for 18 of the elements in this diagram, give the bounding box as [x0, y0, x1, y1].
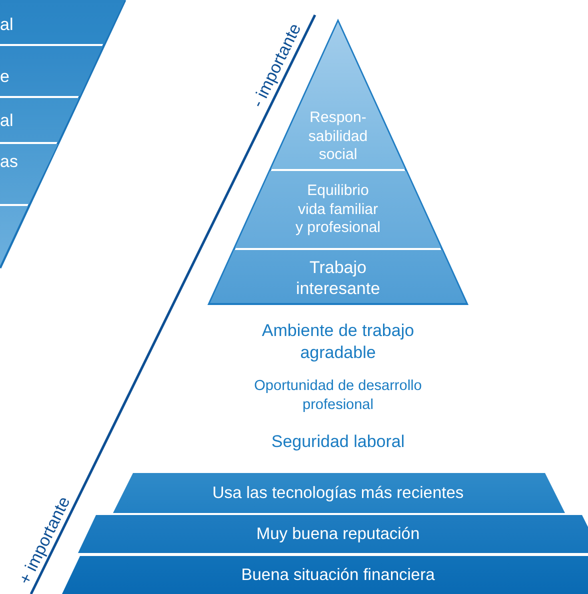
layer-label: al	[0, 110, 14, 132]
factor-label: Ambiente de trabajo agradable	[260, 320, 416, 364]
layer-label: Trabajo interesante	[294, 256, 382, 300]
pyramid-layer	[0, 0, 125, 44]
layer-label: Usa las tecnologías más recientes	[211, 482, 465, 504]
layer-label: Equilibrio vida familiar y profesional	[295, 180, 381, 238]
layer-label: Buena situación financiera	[240, 564, 436, 586]
layer-label: Muy buena reputación	[255, 524, 421, 545]
pyramid-layer	[0, 98, 79, 142]
pyramid-layer	[0, 46, 103, 96]
pyramid-layer	[0, 144, 58, 204]
layer-label: e	[0, 66, 10, 88]
layer-label: al	[0, 14, 14, 36]
layer-label: as	[0, 151, 19, 174]
factor-label: Oportunidad de desarrollo profesional	[253, 377, 423, 415]
pyramid-layer	[78, 515, 588, 553]
factor-label: Seguridad laboral	[270, 431, 406, 453]
layer-label: Respon- sabilidad social	[307, 108, 369, 166]
